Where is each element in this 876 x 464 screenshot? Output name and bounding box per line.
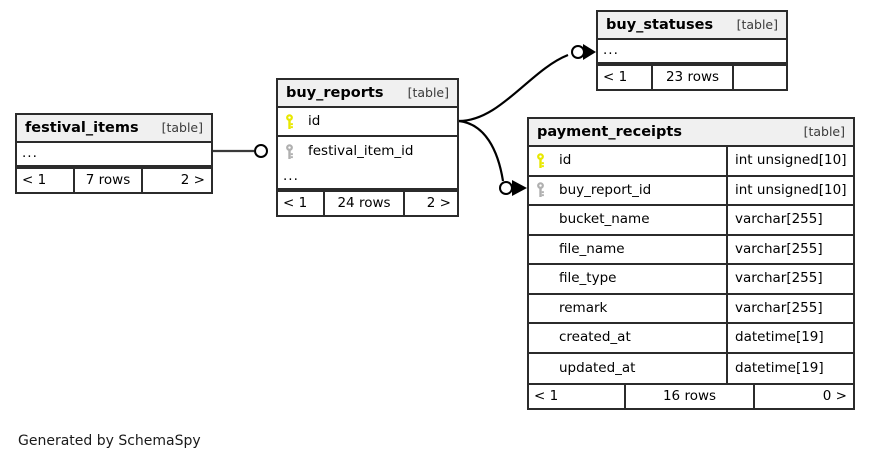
column-type: varchar[255] xyxy=(726,235,853,263)
table-node-payment-receipts[interactable]: payment_receipts [table] id int unsigned… xyxy=(527,117,855,410)
footer-child-count[interactable]: 2 > xyxy=(180,171,205,188)
table-footer-payment-receipts: < 1 16 rows 0 > xyxy=(529,383,853,408)
no-key-icon xyxy=(529,324,551,352)
no-key-icon xyxy=(529,236,551,264)
table-row[interactable]: updated_at datetime[19] xyxy=(529,353,853,384)
column-type: int unsigned[10] xyxy=(726,147,853,175)
footer-parent-count[interactable]: < 1 xyxy=(17,169,75,192)
column-name: file_name xyxy=(559,240,625,257)
footer-row-count: 24 rows xyxy=(325,192,405,215)
table-footer-buy-statuses: < 1 23 rows xyxy=(598,64,786,89)
no-key-icon xyxy=(529,265,551,293)
no-key-icon xyxy=(529,206,551,234)
column-type: varchar[255] xyxy=(726,206,853,234)
table-header-payment-receipts[interactable]: payment_receipts [table] xyxy=(529,119,853,147)
footer-child-count[interactable] xyxy=(734,66,786,89)
table-row[interactable]: remark varchar[255] xyxy=(529,294,853,324)
table-kind-label: [table] xyxy=(736,16,778,32)
table-footer-buy-reports: < 1 24 rows 2 > xyxy=(278,190,457,215)
column-name: created_at xyxy=(559,329,631,345)
table-header-festival-items[interactable]: festival_items [table] xyxy=(17,115,211,143)
table-node-buy-statuses[interactable]: buy_statuses [table] ... < 1 23 rows xyxy=(596,10,788,91)
table-header-buy-statuses[interactable]: buy_statuses [table] xyxy=(598,12,786,40)
table-row[interactable]: festival_item_id xyxy=(278,137,457,166)
column-list-payment-receipts: id int unsigned[10] buy_report_id int un… xyxy=(529,147,853,383)
table-row[interactable]: file_type varchar[255] xyxy=(529,265,853,295)
collapsed-columns-ellipsis[interactable]: ... xyxy=(278,166,457,190)
footer-row-count: 16 rows xyxy=(626,385,755,408)
foreign-key-icon xyxy=(278,137,300,166)
primary-key-icon xyxy=(278,108,300,135)
table-title: buy_statuses xyxy=(606,16,714,33)
column-name: file_type xyxy=(559,270,617,286)
table-title: buy_reports xyxy=(286,84,384,101)
column-name: buy_report_id xyxy=(559,181,652,198)
column-name: bucket_name xyxy=(559,211,650,227)
table-title: festival_items xyxy=(25,119,139,136)
column-name: updated_at xyxy=(559,359,636,376)
primary-key-icon xyxy=(529,147,551,175)
footer-parent-count[interactable]: < 1 xyxy=(278,192,325,215)
footer-row-count: 23 rows xyxy=(653,66,734,89)
column-name: id xyxy=(308,112,321,129)
column-type: int unsigned[10] xyxy=(726,176,853,204)
table-title: payment_receipts xyxy=(537,123,682,140)
table-row[interactable]: id xyxy=(278,108,457,137)
table-header-buy-reports[interactable]: buy_reports [table] xyxy=(278,80,457,108)
table-kind-label: [table] xyxy=(407,84,449,100)
edge-buy_reports-buy_statuses xyxy=(458,44,596,123)
column-type: varchar[255] xyxy=(726,294,853,322)
table-row[interactable]: bucket_name varchar[255] xyxy=(529,206,853,236)
table-footer-festival-items: < 1 7 rows 2 > xyxy=(17,167,211,192)
table-row[interactable]: file_name varchar[255] xyxy=(529,235,853,265)
column-name: festival_item_id xyxy=(308,142,414,159)
footer-child-count[interactable]: 2 > xyxy=(426,194,451,211)
table-node-buy-reports[interactable]: buy_reports [table] id xyxy=(276,78,459,217)
collapsed-columns-ellipsis[interactable]: ... xyxy=(17,143,211,167)
table-row[interactable]: created_at datetime[19] xyxy=(529,324,853,354)
column-name: id xyxy=(559,152,572,168)
collapsed-columns-ellipsis[interactable]: ... xyxy=(598,40,786,64)
table-kind-label: [table] xyxy=(161,119,203,135)
table-node-festival-items[interactable]: festival_items [table] ... < 1 7 rows 2 … xyxy=(15,113,213,194)
column-list-buy-reports: id festival_item_id xyxy=(278,108,457,166)
column-name: remark xyxy=(559,299,608,316)
column-type: datetime[19] xyxy=(726,353,853,383)
no-key-icon xyxy=(529,295,551,323)
footer-row-count: 7 rows xyxy=(75,169,143,192)
table-row[interactable]: buy_report_id int unsigned[10] xyxy=(529,176,853,206)
column-type: varchar[255] xyxy=(726,265,853,293)
footer-child-count[interactable]: 0 > xyxy=(822,387,847,404)
foreign-key-icon xyxy=(529,177,551,205)
table-kind-label: [table] xyxy=(803,123,845,139)
column-type: datetime[19] xyxy=(726,324,853,352)
no-key-icon xyxy=(529,354,551,384)
schemaspy-credit: Generated by SchemaSpy xyxy=(18,433,201,449)
edge-buy_reports-payment_receipts xyxy=(458,119,527,196)
footer-parent-count[interactable]: < 1 xyxy=(598,66,653,89)
table-row[interactable]: id int unsigned[10] xyxy=(529,147,853,177)
footer-parent-count[interactable]: < 1 xyxy=(529,385,626,408)
